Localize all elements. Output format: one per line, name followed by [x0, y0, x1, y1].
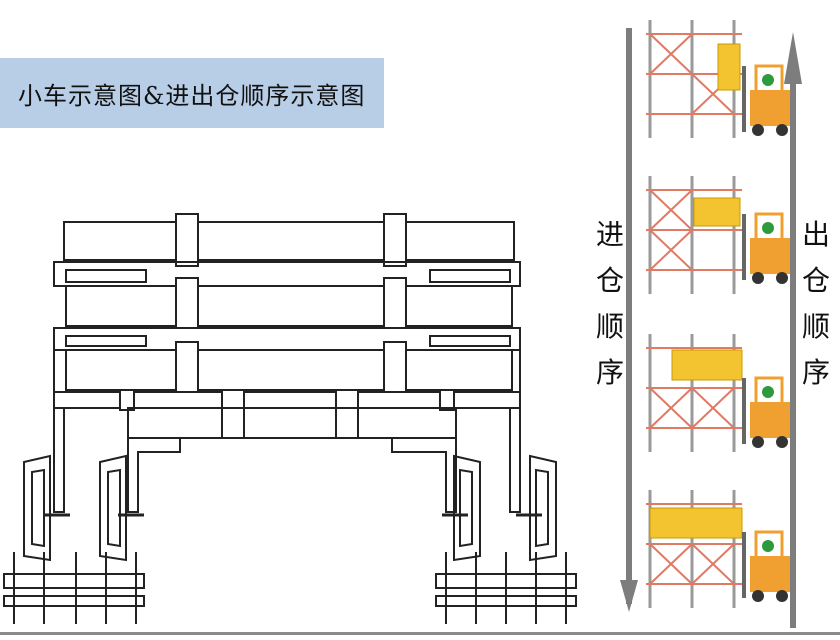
cart-top-post-right [383, 213, 407, 267]
cart-top-deck [63, 221, 515, 261]
page-title: 小车示意图&进出仓顺序示意图 [18, 82, 366, 110]
forklift-icon [742, 212, 790, 284]
rack-panel-4 [646, 490, 790, 608]
bottom-divider [0, 632, 840, 635]
forklift-icon [742, 64, 790, 136]
cart-lower-frame [127, 407, 457, 439]
cart-diagram [3, 213, 577, 624]
cart-level2-deck [65, 285, 513, 327]
outbound-order-label: 出 仓 顺 序 [801, 218, 830, 389]
rack-panel-2 [646, 176, 790, 294]
rack-panel-3 [646, 334, 790, 452]
forklift-icon [742, 530, 790, 602]
cart-level3-deck [65, 349, 513, 391]
title-banner: 小车示意图&进出仓顺序示意图 [0, 58, 384, 128]
cart-top-post-left [175, 213, 199, 267]
rack-panel-1 [646, 20, 790, 138]
rail-left [3, 573, 145, 589]
forklift-icon [742, 376, 790, 448]
cart-drawing [3, 213, 577, 624]
inbound-order-label: 进 仓 顺 序 [595, 218, 624, 389]
